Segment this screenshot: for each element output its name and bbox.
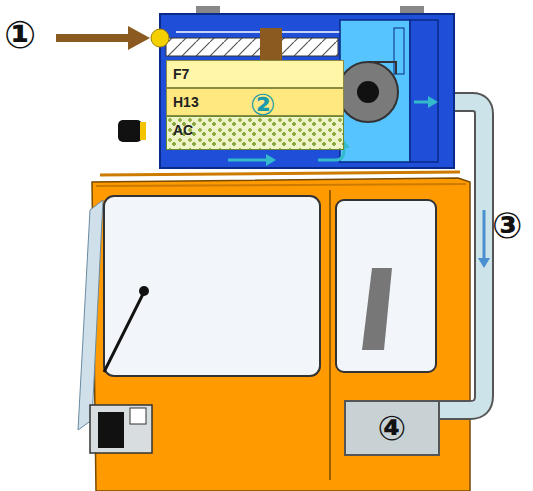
filter-band: F7 xyxy=(166,60,344,88)
filter-label: F7 xyxy=(167,61,343,87)
callout-number: ① xyxy=(4,16,36,54)
ventilation-unit: ④ xyxy=(344,400,440,456)
filter-band: AC xyxy=(166,116,344,150)
callout-number: ③ xyxy=(492,208,522,244)
callout-number: ④ xyxy=(378,411,407,445)
callout-number: ② xyxy=(250,90,275,120)
filter-label: AC xyxy=(167,117,343,143)
